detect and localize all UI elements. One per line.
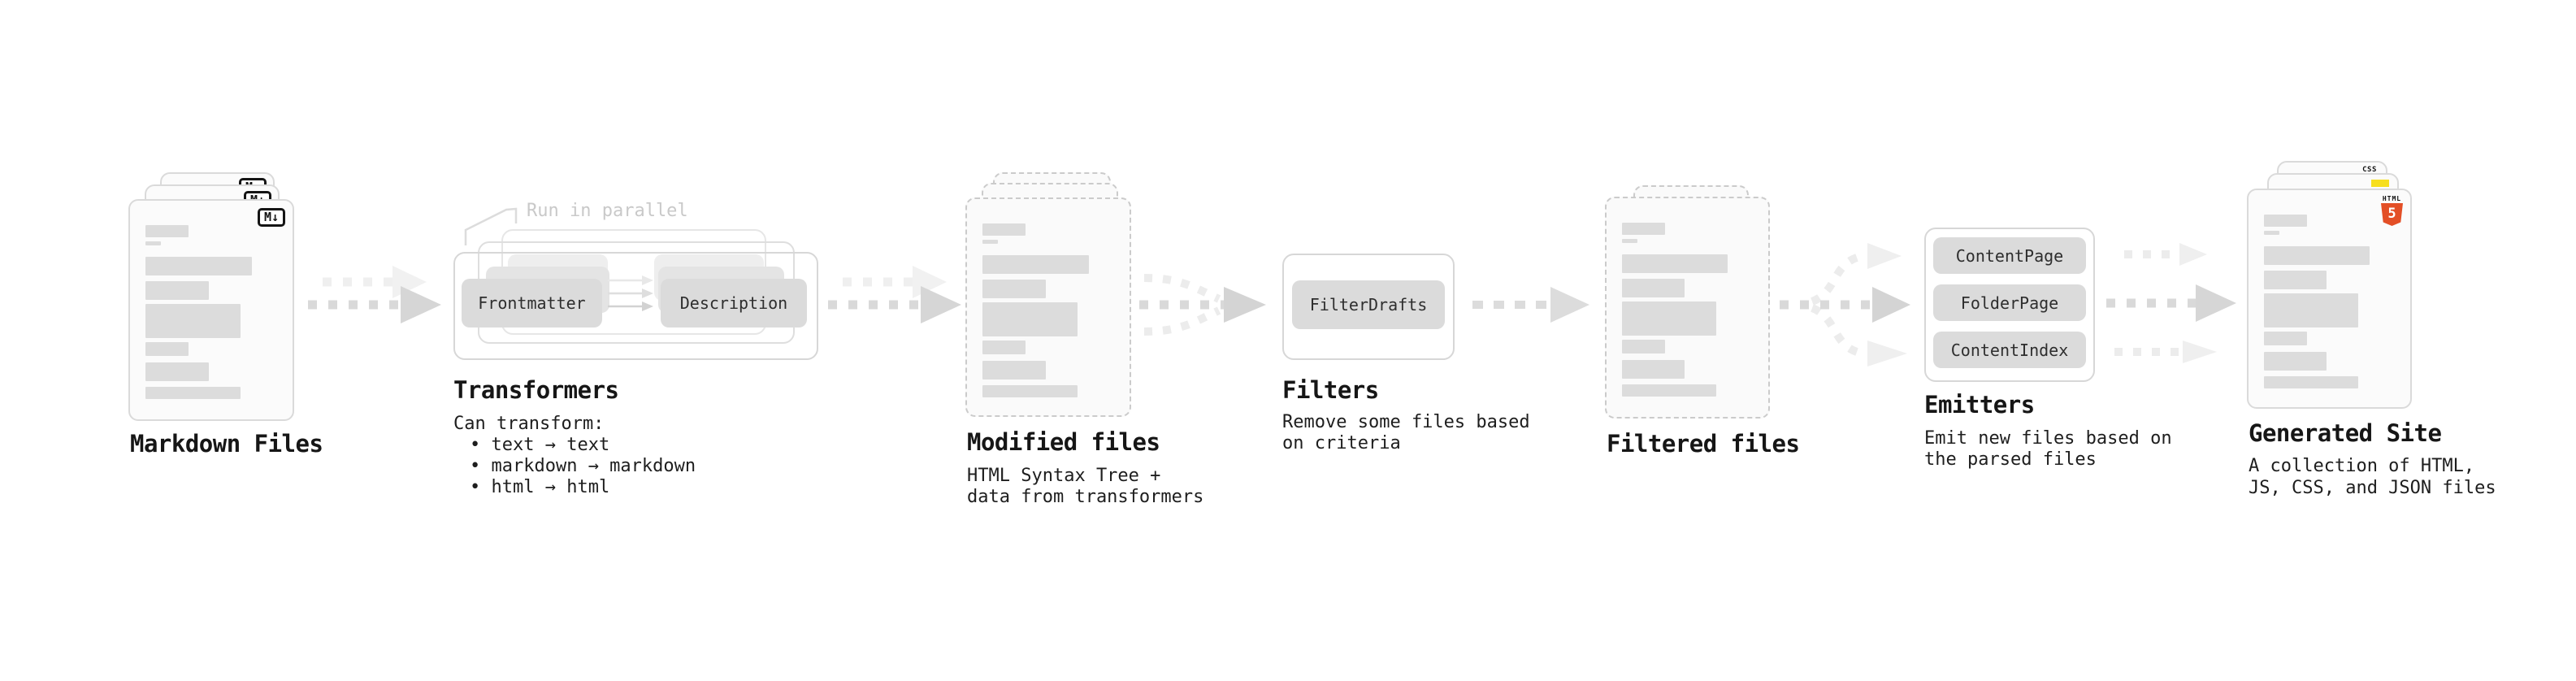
document-text-placeholder [982, 223, 1114, 397]
stage-title-transformers: Transformers [453, 376, 619, 404]
text-line-bar [1622, 254, 1728, 273]
text-line-bar [145, 241, 162, 245]
text-line-bar [982, 280, 1046, 298]
bullet-line: • html → html [470, 477, 610, 497]
modified-file-card [965, 197, 1131, 417]
filter-node-filterdrafts: FilterDrafts [1292, 280, 1445, 329]
emitter-node-contentpage: ContentPage [1933, 237, 2086, 274]
emitter-node-folderpage: FolderPage [1933, 284, 2086, 321]
text-line-bar [2264, 271, 2327, 289]
text-line-bar [982, 361, 1046, 380]
parallel-arrows-icon [608, 275, 653, 311]
text-line-bar [2264, 332, 2308, 345]
text-line-bar [2264, 246, 2370, 265]
desc-line: the parsed files [1924, 449, 2097, 470]
desc-line: Emit new files based on [1924, 428, 2172, 449]
text-line-bar [1622, 340, 1666, 354]
text-line-bar [1622, 360, 1685, 379]
text-line-bar [1622, 279, 1685, 297]
text-line-bar [1622, 384, 1716, 397]
flow-arrow-icon [828, 266, 961, 323]
stage-title-filters: Filters [1282, 376, 1379, 404]
text-line-bar [1622, 239, 1638, 243]
desc-line: Can transform: [453, 414, 605, 434]
emitter-node-label: ContentPage [1955, 245, 2064, 266]
transformer-run-layer-front [453, 252, 818, 360]
transformer-node-frontmatter: Frontmatter [462, 279, 602, 327]
text-line-bar [2264, 215, 2308, 227]
text-line-bar [982, 240, 999, 244]
triple-flow-arrow-icon [2106, 243, 2236, 363]
bullet-line: • text → text [470, 435, 610, 455]
transformer-node-description: Description [661, 279, 807, 327]
stage-title-modified-files: Modified files [967, 428, 1160, 456]
desc-line: Remove some files based [1282, 412, 1530, 432]
parallel-note: Run in parallel [527, 201, 688, 221]
stage-title-filtered-files: Filtered files [1607, 430, 1800, 458]
stage-title-emitters: Emitters [1924, 391, 2035, 419]
text-line-bar [145, 304, 241, 338]
html5-icon: HTML 5 [2381, 195, 2403, 226]
filter-node-label: FilterDrafts [1309, 295, 1428, 314]
desc-line: on criteria [1282, 433, 1401, 453]
desc-line: data from transformers [967, 487, 1204, 507]
text-line-bar [1622, 301, 1716, 336]
modified-files-description: HTML Syntax Tree + data from transformer… [967, 466, 1203, 508]
text-line-bar [145, 387, 241, 399]
html5-icon-word: HTML [2382, 195, 2402, 202]
text-line-bar [2264, 376, 2358, 388]
text-line-bar [2264, 231, 2280, 235]
text-line-bar [145, 362, 209, 381]
text-line-bar [145, 281, 209, 300]
desc-line: JS, CSS, and JSON files [2249, 478, 2496, 498]
flow-arrow-icon [1472, 287, 1589, 323]
stage-title-markdown-files: Markdown Files [130, 430, 323, 458]
transformer-node-label: Frontmatter [478, 293, 586, 313]
text-line-bar [2264, 293, 2358, 327]
filtered-file-card [1605, 197, 1770, 419]
text-line-bar [982, 223, 1026, 236]
markdown-file-card: M↓ [128, 199, 294, 421]
text-line-bar [145, 342, 189, 356]
emitters-description: Emit new files based on the parsed files [1924, 428, 2172, 471]
text-line-bar [982, 385, 1078, 397]
text-line-bar [145, 225, 189, 237]
emitter-node-label: ContentIndex [1950, 340, 2069, 360]
js-icon [2371, 180, 2389, 187]
emitter-node-contentindex: ContentIndex [1933, 332, 2086, 368]
stage-title-generated-site: Generated Site [2249, 419, 2442, 447]
desc-line: A collection of HTML, [2249, 456, 2475, 476]
transformers-description: Can transform: • text → text • markdown … [453, 414, 696, 498]
generated-site-description: A collection of HTML, JS, CSS, and JSON … [2249, 455, 2496, 499]
markdown-icon: M↓ [257, 208, 285, 227]
emitter-node-label: FolderPage [1960, 293, 2059, 313]
document-text-placeholder [1622, 223, 1753, 397]
desc-line: HTML Syntax Tree + [967, 466, 1161, 486]
generated-site-card: HTML 5 [2247, 189, 2412, 409]
fan-out-arrow-icon [1780, 243, 1910, 367]
text-line-bar [2264, 352, 2327, 371]
html5-icon-number: 5 [2387, 206, 2396, 222]
flow-arrow-icon [308, 266, 441, 323]
fan-in-arrow-icon [1139, 274, 1266, 336]
document-text-placeholder [2264, 215, 2395, 388]
transformer-node-label: Description [679, 293, 788, 313]
document-text-placeholder [145, 225, 277, 399]
text-line-bar [982, 340, 1026, 354]
css-icon-label: CSS [2362, 166, 2377, 174]
filters-description: Remove some files based on criteria [1282, 412, 1530, 454]
text-line-bar [145, 257, 253, 275]
text-line-bar [982, 302, 1078, 336]
bullet-line: • markdown → markdown [470, 456, 696, 476]
leader-line [464, 207, 518, 245]
text-line-bar [1622, 223, 1666, 235]
text-line-bar [982, 255, 1090, 274]
